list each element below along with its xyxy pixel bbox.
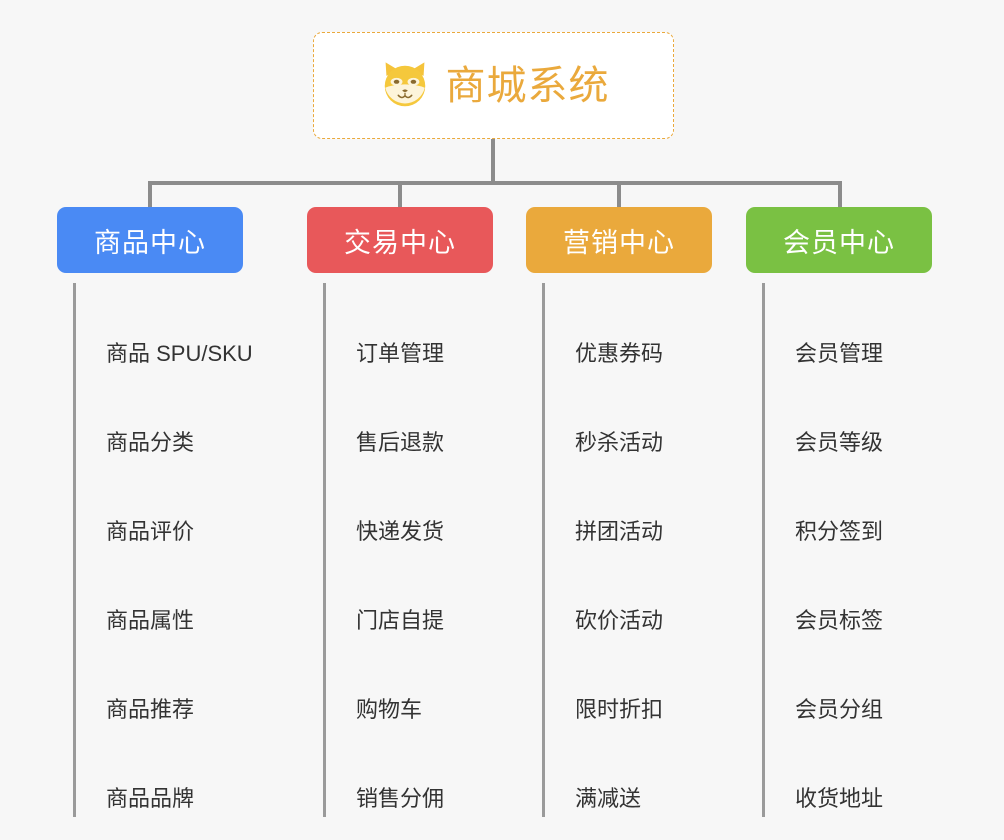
category-header-product-center[interactable]: 商品中心 xyxy=(57,207,243,273)
leaf-item[interactable]: 满减送 xyxy=(542,728,712,817)
leaf-item[interactable]: 销售分佣 xyxy=(323,728,493,817)
category-header-label: 营销中心 xyxy=(563,227,675,258)
leaf-item-label: 拼团活动 xyxy=(575,518,664,544)
leaf-item[interactable]: 快递发货 xyxy=(323,461,493,550)
leaf-item-label: 销售分佣 xyxy=(356,785,445,811)
leaf-item[interactable]: 拼团活动 xyxy=(542,461,712,550)
leaf-item-label: 商品 SPU/SKU xyxy=(106,340,253,366)
leaf-item[interactable]: 订单管理 xyxy=(323,283,493,372)
leaf-list-marketing-center: 优惠券码秒杀活动拼团活动砍价活动限时折扣满减送 xyxy=(526,283,712,817)
leaf-item-label: 会员管理 xyxy=(795,340,884,366)
leaf-item-label: 会员分组 xyxy=(795,696,884,722)
leaf-item[interactable]: 会员等级 xyxy=(762,372,932,461)
leaf-item[interactable]: 商品品牌 xyxy=(73,728,243,817)
column-spine-member-center xyxy=(762,283,765,817)
leaf-item-label: 商品品牌 xyxy=(106,785,195,811)
leaf-item-label: 商品推荐 xyxy=(106,696,195,722)
category-column-member-center: 会员中心会员管理会员等级积分签到会员标签会员分组收货地址 xyxy=(746,207,932,817)
leaf-list-trade-center: 订单管理售后退款快递发货门店自提购物车销售分佣 xyxy=(307,283,493,817)
leaf-item-label: 收货地址 xyxy=(795,785,884,811)
column-spine-trade-center xyxy=(323,283,326,817)
root-node[interactable]: 商城系统 xyxy=(313,32,674,139)
connector-drop-member-center xyxy=(838,181,842,209)
leaf-item-label: 售后退款 xyxy=(356,429,445,455)
leaf-item-label: 优惠券码 xyxy=(575,340,664,366)
leaf-item-label: 门店自提 xyxy=(356,607,445,633)
leaf-item[interactable]: 会员分组 xyxy=(762,639,932,728)
leaf-item[interactable]: 售后退款 xyxy=(323,372,493,461)
category-column-product-center: 商品中心商品 SPU/SKU 商品分类商品评价商品属性商品推荐商品品牌 xyxy=(57,207,253,817)
category-header-member-center[interactable]: 会员中心 xyxy=(746,207,932,273)
category-column-marketing-center: 营销中心优惠券码秒杀活动拼团活动砍价活动限时折扣满减送 xyxy=(526,207,712,817)
leaf-item-label: 限时折扣 xyxy=(575,696,664,722)
column-spine-marketing-center xyxy=(542,283,545,817)
category-header-marketing-center[interactable]: 营销中心 xyxy=(526,207,712,273)
leaf-item[interactable]: 优惠券码 xyxy=(542,283,712,372)
leaf-item-label: 砍价活动 xyxy=(575,607,664,633)
leaf-list-product-center: 商品 SPU/SKU 商品分类商品评价商品属性商品推荐商品品牌 xyxy=(57,283,253,817)
connector-drop-marketing-center xyxy=(617,181,621,209)
leaf-item[interactable]: 商品 SPU/SKU xyxy=(73,283,253,372)
leaf-item-label: 会员等级 xyxy=(795,429,884,455)
leaf-item-label: 积分签到 xyxy=(795,518,884,544)
leaf-item-label: 秒杀活动 xyxy=(575,429,664,455)
leaf-item[interactable]: 砍价活动 xyxy=(542,550,712,639)
leaf-item[interactable]: 门店自提 xyxy=(323,550,493,639)
leaf-item-label: 会员标签 xyxy=(795,607,884,633)
leaf-item[interactable]: 购物车 xyxy=(323,639,493,728)
leaf-list-member-center: 会员管理会员等级积分签到会员标签会员分组收货地址 xyxy=(746,283,932,817)
category-column-trade-center: 交易中心订单管理售后退款快递发货门店自提购物车销售分佣 xyxy=(307,207,493,817)
leaf-item[interactable]: 积分签到 xyxy=(762,461,932,550)
leaf-item-label: 快递发货 xyxy=(356,518,445,544)
column-spine-product-center xyxy=(73,283,76,817)
leaf-item-label: 商品评价 xyxy=(106,518,195,544)
leaf-item[interactable]: 会员标签 xyxy=(762,550,932,639)
connector-drop-product-center xyxy=(148,181,152,209)
leaf-item-label: 商品分类 xyxy=(106,429,195,455)
leaf-item[interactable]: 会员管理 xyxy=(762,283,932,372)
category-header-label: 商品中心 xyxy=(94,227,206,258)
connector-trunk xyxy=(491,139,495,183)
connector-drop-trade-center xyxy=(398,181,402,209)
category-header-label: 交易中心 xyxy=(344,227,456,258)
leaf-item[interactable]: 商品推荐 xyxy=(73,639,243,728)
leaf-item-label: 购物车 xyxy=(356,696,423,722)
connector-bus xyxy=(148,181,842,185)
leaf-item-label: 订单管理 xyxy=(356,340,445,366)
category-header-label: 会员中心 xyxy=(783,227,895,258)
leaf-item[interactable]: 限时折扣 xyxy=(542,639,712,728)
leaf-item-label: 商品属性 xyxy=(106,607,195,633)
leaf-item[interactable]: 秒杀活动 xyxy=(542,372,712,461)
shiba-dog-face-icon xyxy=(384,61,425,106)
leaf-item[interactable]: 收货地址 xyxy=(762,728,932,817)
leaf-item[interactable]: 商品分类 xyxy=(73,372,243,461)
category-header-trade-center[interactable]: 交易中心 xyxy=(307,207,493,273)
leaf-item[interactable]: 商品属性 xyxy=(73,550,243,639)
leaf-item-label: 满减送 xyxy=(575,785,642,811)
leaf-item[interactable]: 商品评价 xyxy=(73,461,243,550)
root-title: 商城系统 xyxy=(445,63,610,108)
